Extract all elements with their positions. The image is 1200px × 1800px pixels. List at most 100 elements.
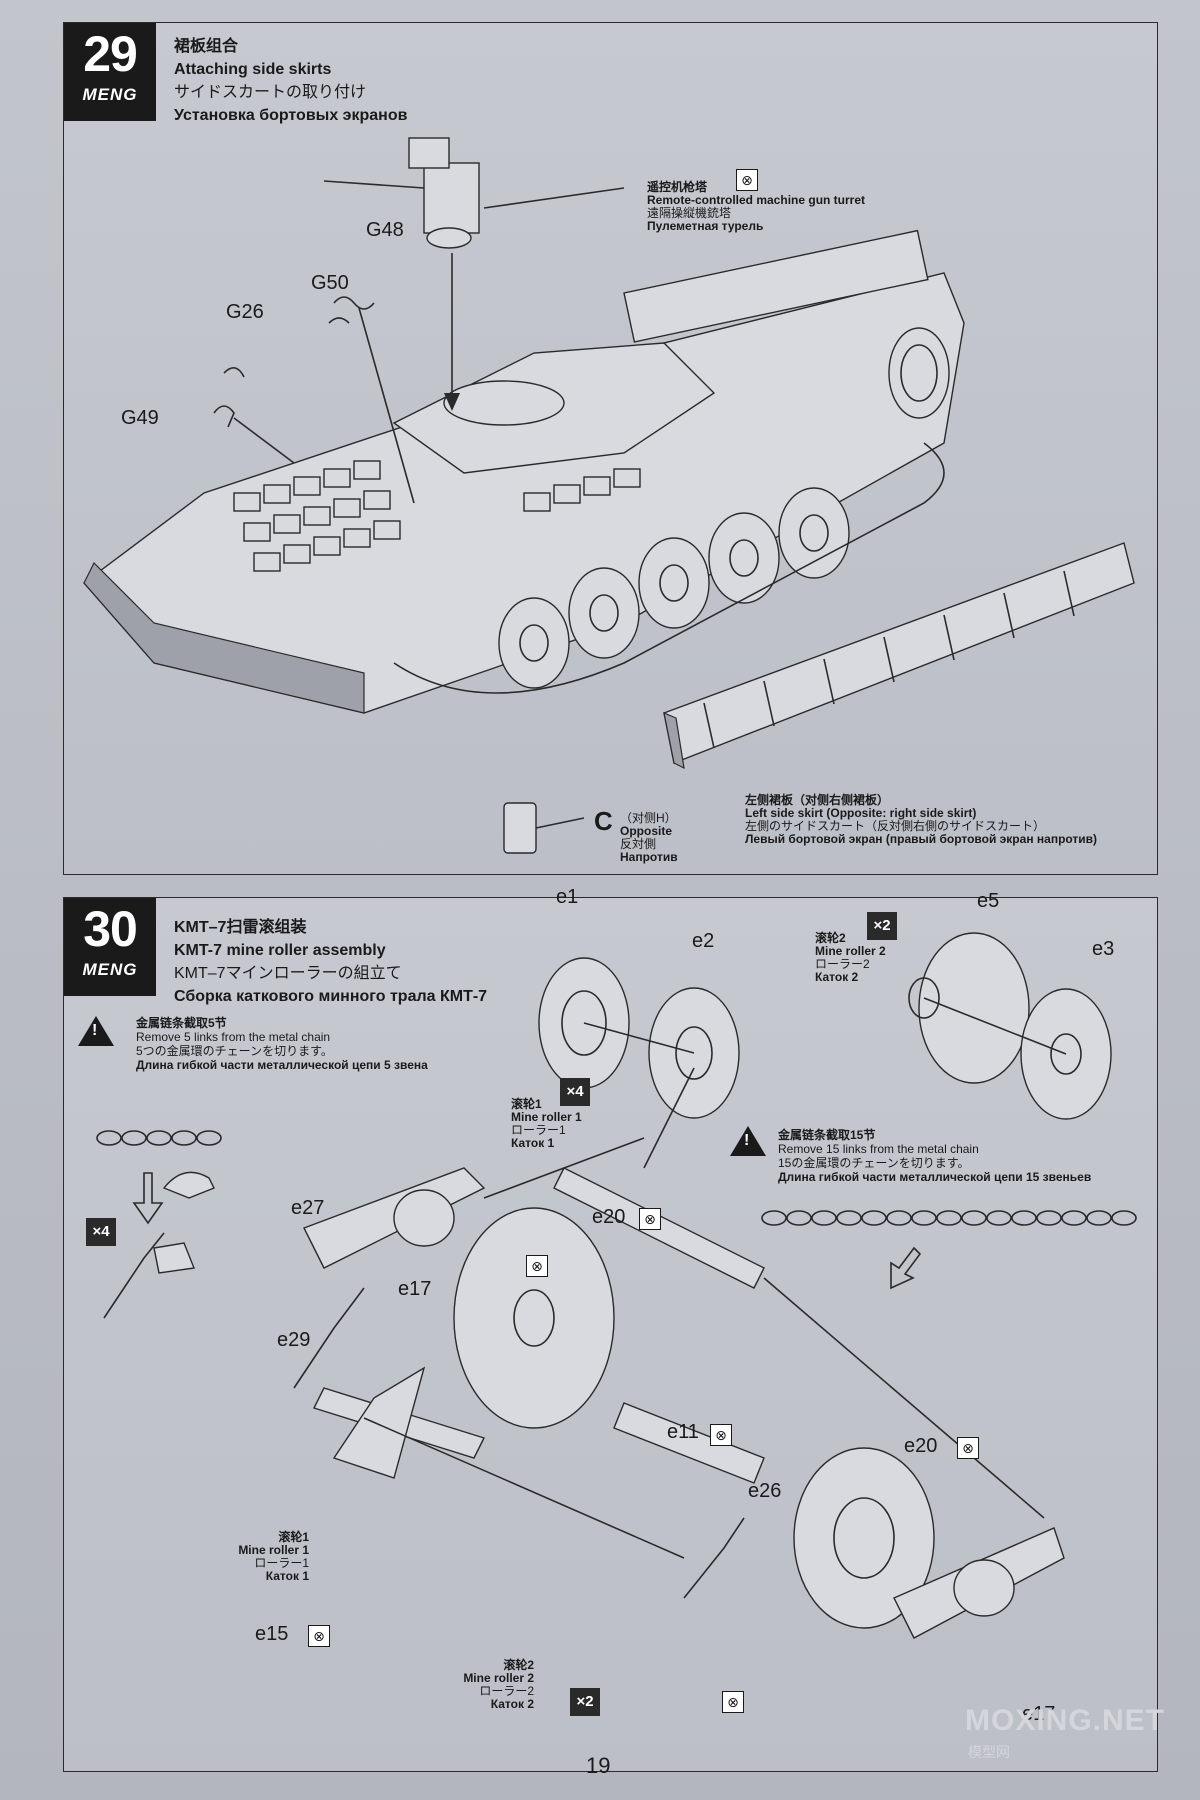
no-glue-icon-shaft — [526, 1255, 548, 1277]
chain-15-links — [761, 1210, 1137, 1226]
left-side-skirt-part — [663, 542, 1135, 770]
roller1-zh-bottom: 滚轮1 — [278, 1530, 309, 1544]
watermark-subtext: 模型网 — [968, 1744, 1010, 1760]
step-30-brand-logo: MENG — [82, 960, 138, 979]
opposite-note-ru: Напротив — [620, 850, 678, 864]
step-30-number: 30 — [83, 901, 138, 957]
warning-15-links: 金属链条截取15节 Remove 15 links from the metal… — [778, 1128, 1091, 1184]
roller2-zh-top: 滚轮2 — [815, 931, 846, 945]
opposite-note: （对侧H） Opposite 反対側 Напротив — [620, 812, 678, 864]
part-label-e17-left: e17 — [398, 1278, 432, 1300]
roller1-label-top: 滚轮1 Mine roller 1 ローラー1 Каток 1 — [511, 1098, 582, 1150]
step-30-title-zh: KMT–7扫雷滚组装 — [174, 919, 307, 936]
warning-icon — [78, 1016, 114, 1046]
warning-5-en: Remove 5 links from the metal chain — [136, 1030, 331, 1044]
part-label-e20-right: e20 — [904, 1435, 938, 1457]
part-label-g48: G48 — [366, 219, 404, 241]
remote-gun-turret-part — [323, 137, 480, 249]
skirt-note-ru: Левый бортовой экран (правый бортовой эк… — [745, 832, 1098, 846]
roller1-ru-top: Каток 1 — [511, 1136, 555, 1150]
part-label-e29: e29 — [277, 1329, 311, 1351]
step-29-title-jp: サイドスカートの取り付け — [174, 84, 367, 101]
roller2-zh-bottom: 滚轮2 — [503, 1658, 534, 1672]
chain-5-links — [96, 1130, 222, 1146]
part-label-g26: G26 — [226, 301, 264, 323]
quantity-badge-x2: ×2 — [867, 912, 897, 940]
part-label-g49: G49 — [121, 407, 159, 429]
opposite-note-en: Opposite — [620, 824, 673, 838]
no-glue-icon — [736, 169, 758, 191]
roller1-zh-top: 滚轮1 — [511, 1097, 542, 1111]
part-label-e17-right: e17 — [1022, 1703, 1056, 1725]
roller2-en-bottom: Mine roller 2 — [463, 1671, 534, 1685]
step-30-title: KMT–7扫雷滚组装 KMT-7 mine roller assembly KM… — [174, 916, 487, 1008]
no-glue-icon-e20 — [639, 1208, 661, 1230]
roller1-en-top: Mine roller 1 — [511, 1110, 582, 1124]
roller2-label-top: 滚轮2 Mine roller 2 ローラー2 Каток 2 — [815, 932, 886, 984]
part-label-e1: e1 — [556, 886, 579, 908]
step-29-badge: 29 MENG — [64, 23, 156, 121]
part-label-e27: e27 — [291, 1197, 325, 1219]
warning-icon-2 — [730, 1126, 766, 1156]
warning-5-zh: 金属链条截取5节 — [136, 1016, 227, 1030]
warning-15-en: Remove 15 links from the metal chain — [778, 1142, 979, 1156]
part-label-e15: e15 — [255, 1623, 289, 1645]
warning-15-jp: 15の金属環のチェーンを切ります。 — [778, 1156, 970, 1170]
roller2-ru-top: Каток 2 — [815, 970, 859, 984]
era-blocks — [233, 460, 641, 572]
roller1-label-bottom: 滚轮1 Mine roller 1 ローラー1 Каток 1 — [169, 1531, 309, 1583]
turret-note: 遥控机枪塔 Remote-controlled machine gun turr… — [647, 181, 865, 233]
part-label-e26: e26 — [748, 1480, 782, 1502]
roller1-jp-top: ローラー1 — [511, 1123, 566, 1137]
warning-15-zh: 金属链条截取15节 — [778, 1128, 876, 1142]
warning-5-ru: Длина гибкой части металлической цепи 5 … — [136, 1058, 428, 1072]
step-30-title-ru: Сборка каткового минного трала КМТ-7 — [174, 988, 488, 1005]
turret-note-ru: Пулеметная турель — [647, 219, 764, 233]
part-label-e3: e3 — [1092, 938, 1115, 960]
warning-5-jp: 5つの金属環のチェーンを切ります。 — [136, 1044, 333, 1058]
warning-5-links: 金属链条截取5节 Remove 5 links from the metal c… — [136, 1016, 428, 1072]
step-30-title-jp: KMT–7マインローラーの組立て — [174, 965, 402, 982]
roller2-en-top: Mine roller 2 — [815, 944, 886, 958]
opposite-part-letter: C — [594, 806, 613, 836]
quantity-badge-x2-bottom: ×2 — [570, 1688, 600, 1716]
step-29-brand-logo: MENG — [82, 85, 138, 104]
no-glue-icon-e20-right — [957, 1437, 979, 1459]
quantity-badge-x4: ×4 — [560, 1078, 590, 1106]
page-number: 19 — [586, 1753, 611, 1778]
roller2-label-bottom: 滚轮2 Mine roller 2 ローラー2 Каток 2 — [394, 1659, 534, 1711]
step-29-number: 29 — [83, 26, 138, 82]
roller1-ru-bottom: Каток 1 — [265, 1569, 309, 1583]
roller1-jp-bottom: ローラー1 — [254, 1556, 309, 1570]
roller2-jp-top: ローラー2 — [815, 957, 870, 971]
no-glue-icon-e15 — [308, 1625, 330, 1647]
turret-note-en: Remote-controlled machine gun turret — [647, 193, 866, 207]
step-30-badge: 30 MENG — [64, 898, 156, 996]
part-label-e20-top: e20 — [592, 1206, 626, 1228]
quantity-badge-x4-chain: ×4 — [86, 1218, 116, 1246]
skirt-note-jp: 左側のサイドスカート（反対側右側のサイドスカート） — [745, 819, 1046, 833]
mine-roller-illustration — [96, 932, 1137, 1639]
roller1-en-bottom: Mine roller 1 — [238, 1543, 309, 1557]
turret-note-tw: 遠隔操縦機銃塔 — [647, 206, 732, 220]
roller2-jp-bottom: ローラー2 — [479, 1684, 534, 1698]
step-29-title-zh: 裙板组合 — [174, 38, 239, 55]
step-30-title-en: KMT-7 mine roller assembly — [174, 942, 386, 959]
warning-15-ru: Длина гибкой части металлической цепи 15… — [778, 1170, 1092, 1184]
skirt-note-en: Left side skirt (Opposite: right side sk… — [745, 806, 977, 820]
part-label-e11: e11 — [667, 1421, 699, 1443]
step-29-title-en: Attaching side skirts — [174, 61, 332, 78]
step-29-title: 裙板组合 Attaching side skirts サイドスカートの取り付け … — [174, 35, 407, 127]
no-glue-icon-bottom — [722, 1691, 744, 1713]
part-label-e2: e2 — [692, 930, 715, 952]
step-29-panel: 29 MENG 裙板组合 Attaching side skirts サイドスカ… — [63, 22, 1158, 875]
turret-note-zh: 遥控机枪塔 — [647, 180, 708, 194]
part-label-g50: G50 — [311, 272, 349, 294]
step-30-panel: 30 MENG KMT–7扫雷滚组装 KMT-7 mine roller ass… — [63, 886, 1158, 1772]
roller2-ru-bottom: Каток 2 — [490, 1697, 534, 1711]
opposite-note-zh: （对侧H） — [620, 811, 677, 825]
part-label-e5: e5 — [977, 890, 1000, 912]
step-29-title-ru: Установка бортовых экранов — [174, 107, 408, 124]
opposite-note-jp: 反対側 — [620, 837, 657, 851]
